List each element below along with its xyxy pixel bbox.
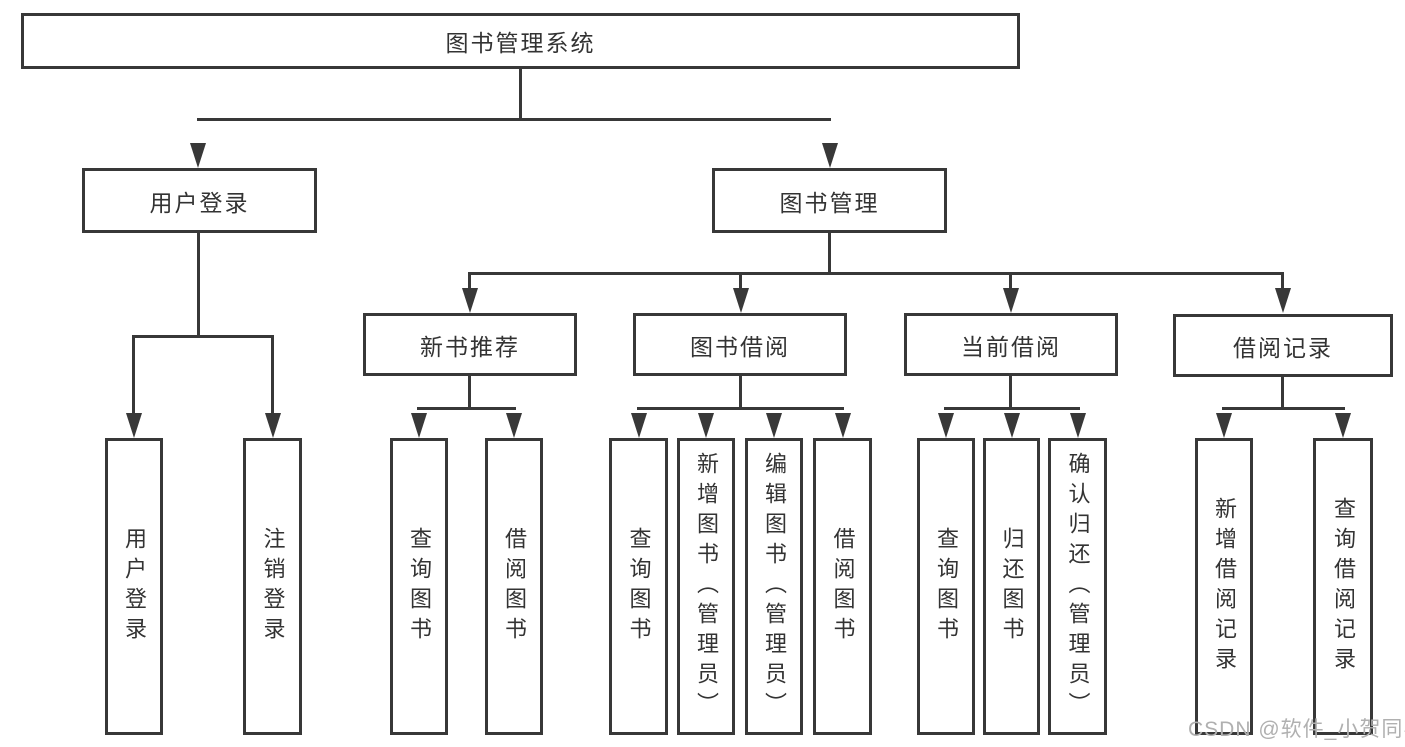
node-query-books-recommend: 查询图书 [390,438,448,735]
arrowhead-down [126,413,142,438]
connector-line-horizontal [1222,407,1345,410]
connector-line-vertical [468,275,471,290]
connector-line-vertical [519,69,522,121]
connector-line-vertical [197,233,200,338]
node-query-books-borrow: 查询图书 [609,438,668,735]
node-library-system: 图书管理系统 [21,13,1020,69]
arrowhead-down [506,413,522,438]
arrowhead-down [1275,288,1291,313]
node-confirm-return-admin: 确认归还（管理员） [1048,438,1107,735]
arrowhead-down [938,413,954,438]
node-borrow-books-recommend: 借阅图书 [485,438,543,735]
arrowhead-down [733,288,749,313]
arrowhead-down [190,143,206,168]
connector-line-horizontal [468,272,1284,275]
connector-line-vertical [468,376,471,410]
arrowhead-down [835,413,851,438]
arrowhead-down [1216,413,1232,438]
connector-line-horizontal [417,407,516,410]
connector-line-horizontal [132,335,274,338]
node-add-book-admin: 新增图书（管理员） [677,438,735,735]
arrowhead-down [462,288,478,313]
arrowhead-down [631,413,647,438]
node-book-management: 图书管理 [712,168,947,233]
connector-line-vertical [739,275,742,290]
arrowhead-down [698,413,714,438]
arrowhead-down [411,413,427,438]
arrowhead-down [1335,413,1351,438]
node-user-login: 用户登录 [82,168,317,233]
connector-line-vertical [828,233,831,275]
connector-line-horizontal [637,407,844,410]
arrowhead-down [1070,413,1086,438]
node-book-borrow: 图书借阅 [633,313,847,376]
connector-line-vertical [132,337,135,415]
connector-line-vertical [271,337,274,415]
node-borrow-books-leaf: 借阅图书 [813,438,872,735]
node-user-login-leaf: 用户登录 [105,438,163,735]
arrowhead-down [766,413,782,438]
arrowhead-down [265,413,281,438]
node-return-book: 归还图书 [983,438,1040,735]
connector-line-vertical [1281,377,1284,410]
arrowhead-down [1003,288,1019,313]
connector-line-vertical [1009,376,1012,410]
node-query-books-current: 查询图书 [917,438,975,735]
arrowhead-down [822,143,838,168]
arrowhead-down [1004,413,1020,438]
node-new-book-recommend: 新书推荐 [363,313,577,376]
connector-line-vertical [1009,275,1012,290]
node-query-borrow-record: 查询借阅记录 [1313,438,1373,735]
connector-line-vertical [739,376,742,410]
connector-line-horizontal [944,407,1080,410]
node-add-borrow-record: 新增借阅记录 [1195,438,1253,735]
node-logout-leaf: 注销登录 [243,438,302,735]
node-borrow-records: 借阅记录 [1173,314,1393,377]
csdn-watermark: CSDN @软件_小贺同学 [1188,718,1405,741]
node-current-borrow: 当前借阅 [904,313,1118,376]
node-edit-book-admin: 编辑图书（管理员） [745,438,803,735]
connector-line-horizontal [197,118,831,121]
connector-line-vertical [1281,275,1284,290]
